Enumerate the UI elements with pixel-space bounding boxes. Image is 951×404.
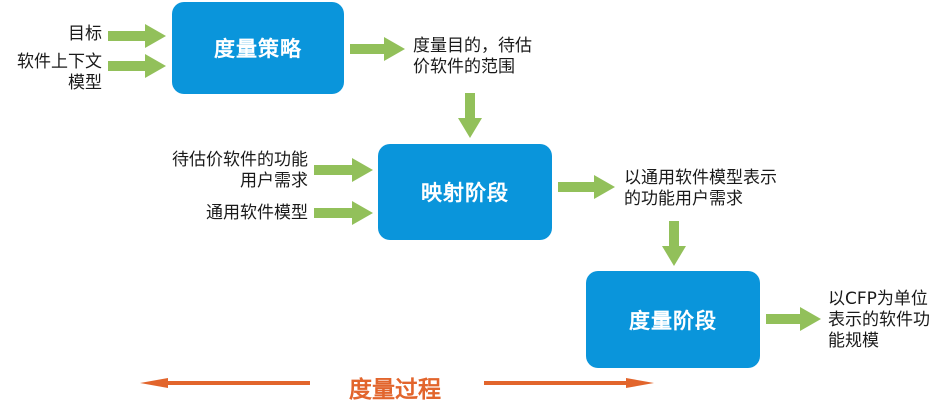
output-purpose-scope-label: 度量目的，待估 价软件的范围: [413, 36, 532, 78]
arrow-goal-to-strategy: [108, 24, 166, 48]
input-context-model-line1: 软件上下文: [17, 52, 102, 72]
arrow-context-to-strategy: [108, 54, 166, 78]
arrow-output-to-measure: [662, 221, 686, 266]
output-cfp-line1: 以CFP为单位: [828, 289, 928, 309]
input-fur-label: 待估价软件的功能 用户需求: [130, 150, 308, 192]
arrow-genericmodel-to-mapping: [314, 201, 373, 225]
output-purpose-line1: 度量目的，待估: [413, 36, 532, 56]
arrow-mapping-to-output: [558, 175, 615, 199]
input-fur-line1: 待估价软件的功能: [172, 150, 308, 170]
input-context-model-line2: 模型: [68, 73, 102, 93]
arrow-purpose-to-mapping: [458, 93, 482, 138]
mapping-box: 映射阶段: [378, 144, 552, 240]
process-arrow-left: [140, 378, 310, 388]
output-cfp-line2: 表示的软件功: [828, 310, 930, 330]
process-arrow-right: [484, 378, 654, 388]
arrow-strategy-to-purpose: [350, 37, 405, 61]
strategy-box: 度量策略: [172, 2, 344, 94]
output-purpose-line2: 价软件的范围: [413, 57, 515, 77]
output-cfp-size-label: 以CFP为单位 表示的软件功 能规模: [828, 289, 930, 352]
input-fur-line2: 用户需求: [240, 171, 308, 191]
input-goal-label: 目标: [68, 24, 102, 44]
process-label: 度量过程: [349, 377, 441, 403]
measure-box: 度量阶段: [586, 271, 760, 368]
input-context-model-label: 软件上下文 模型: [0, 52, 102, 94]
output-fur-generic-label: 以通用软件模型表示 的功能用户需求: [624, 168, 777, 210]
arrow-measure-to-cfp: [766, 307, 821, 331]
arrow-fur-to-mapping: [314, 158, 373, 182]
output-fur-generic-line2: 的功能用户需求: [624, 189, 743, 209]
output-fur-generic-line1: 以通用软件模型表示: [624, 168, 777, 188]
input-generic-model-label: 通用软件模型: [206, 203, 308, 223]
output-cfp-line3: 能规模: [828, 331, 879, 351]
